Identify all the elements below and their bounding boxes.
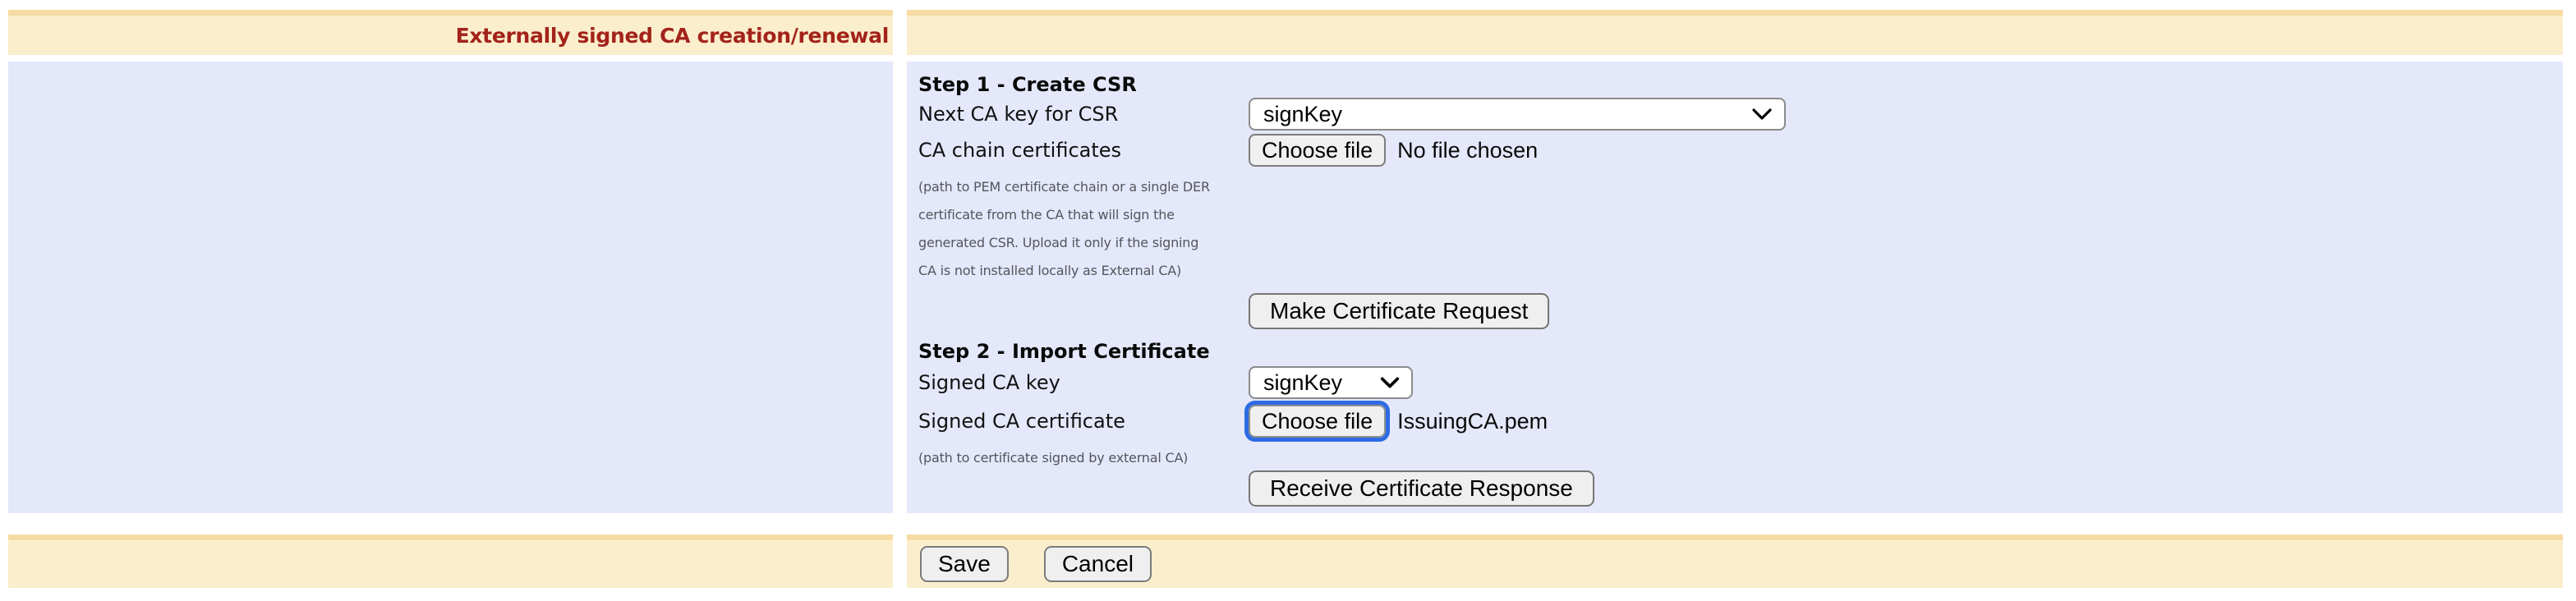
header-right-cell (907, 10, 2563, 55)
ca-chain-label: CA chain certificates (918, 139, 1122, 162)
ca-chain-note-line: generated CSR. Upload it only if the sig… (918, 235, 1199, 250)
signed-ca-certificate-label: Signed CA certificate (918, 410, 1125, 433)
signed-ca-key-label: Signed CA key (918, 371, 1060, 394)
next-ca-key-selected-value: signKey (1263, 101, 1343, 126)
ca-chain-row: CA chain certificates Choose file No fil… (918, 134, 2563, 167)
signed-ca-certificate-note-line: (path to certificate signed by external … (918, 450, 1189, 466)
footer-left-cell (8, 534, 893, 588)
signed-ca-key-selected-value: signKey (1263, 369, 1343, 395)
page-title: Externally signed CA creation/renewal (455, 23, 890, 48)
save-button[interactable]: Save (920, 546, 1009, 582)
header-title-band: Externally signed CA creation/renewal (8, 16, 893, 55)
footer-accent-strip (907, 534, 2563, 540)
receive-certificate-response-button[interactable]: Receive Certificate Response (1249, 470, 1594, 507)
signed-ca-key-row: Signed CA key signKey (918, 366, 2563, 399)
header-empty-band (907, 16, 2563, 55)
content-row: Step 1 - Create CSR Next CA key for CSR … (8, 62, 2563, 513)
footer-empty-band (8, 540, 893, 588)
step1-heading: Step 1 - Create CSR (918, 73, 1137, 96)
ca-chain-choose-file-button[interactable]: Choose file (1249, 134, 1387, 167)
ca-chain-file-status: No file chosen (1397, 137, 1539, 163)
chevron-down-icon (1380, 377, 1400, 388)
footer-right-cell: Save Cancel (907, 534, 2563, 588)
chevron-down-icon (1752, 108, 1772, 120)
next-ca-key-select[interactable]: signKey (1249, 98, 1786, 131)
header-accent-strip (907, 10, 2563, 16)
header-accent-strip (8, 10, 893, 16)
next-ca-key-row: Next CA key for CSR signKey (918, 98, 2563, 131)
ca-renewal-form: Step 1 - Create CSR Next CA key for CSR … (907, 62, 2563, 513)
ca-chain-note: (path to PEM certificate chain or a sing… (918, 173, 2563, 285)
header-row: Externally signed CA creation/renewal (8, 10, 2563, 55)
ca-chain-note-line: (path to PEM certificate chain or a sing… (918, 179, 1210, 195)
next-ca-key-label: Next CA key for CSR (918, 103, 1119, 126)
footer-accent-strip (8, 534, 893, 540)
footer-actions: Save Cancel (907, 540, 2563, 588)
step2-heading: Step 2 - Import Certificate (918, 340, 1210, 363)
ca-chain-note-line: certificate from the CA that will sign t… (918, 207, 1175, 223)
make-certificate-request-button[interactable]: Make Certificate Request (1249, 293, 1550, 329)
signed-ca-certificate-row: Signed CA certificate Choose file Issuin… (918, 401, 2563, 442)
signed-ca-key-select[interactable]: signKey (1249, 366, 1413, 399)
signed-ca-certificate-file-name: IssuingCA.pem (1397, 408, 1548, 434)
content-left-cell (8, 62, 893, 513)
signed-ca-certificate-choose-file-button[interactable]: Choose file (1244, 401, 1391, 442)
signed-ca-certificate-note: (path to certificate signed by external … (918, 446, 2563, 470)
ca-chain-note-line: CA is not installed locally as External … (918, 263, 1182, 278)
header-left-cell: Externally signed CA creation/renewal (8, 10, 893, 55)
footer-row: Save Cancel (8, 534, 2563, 588)
cancel-button[interactable]: Cancel (1043, 546, 1152, 582)
